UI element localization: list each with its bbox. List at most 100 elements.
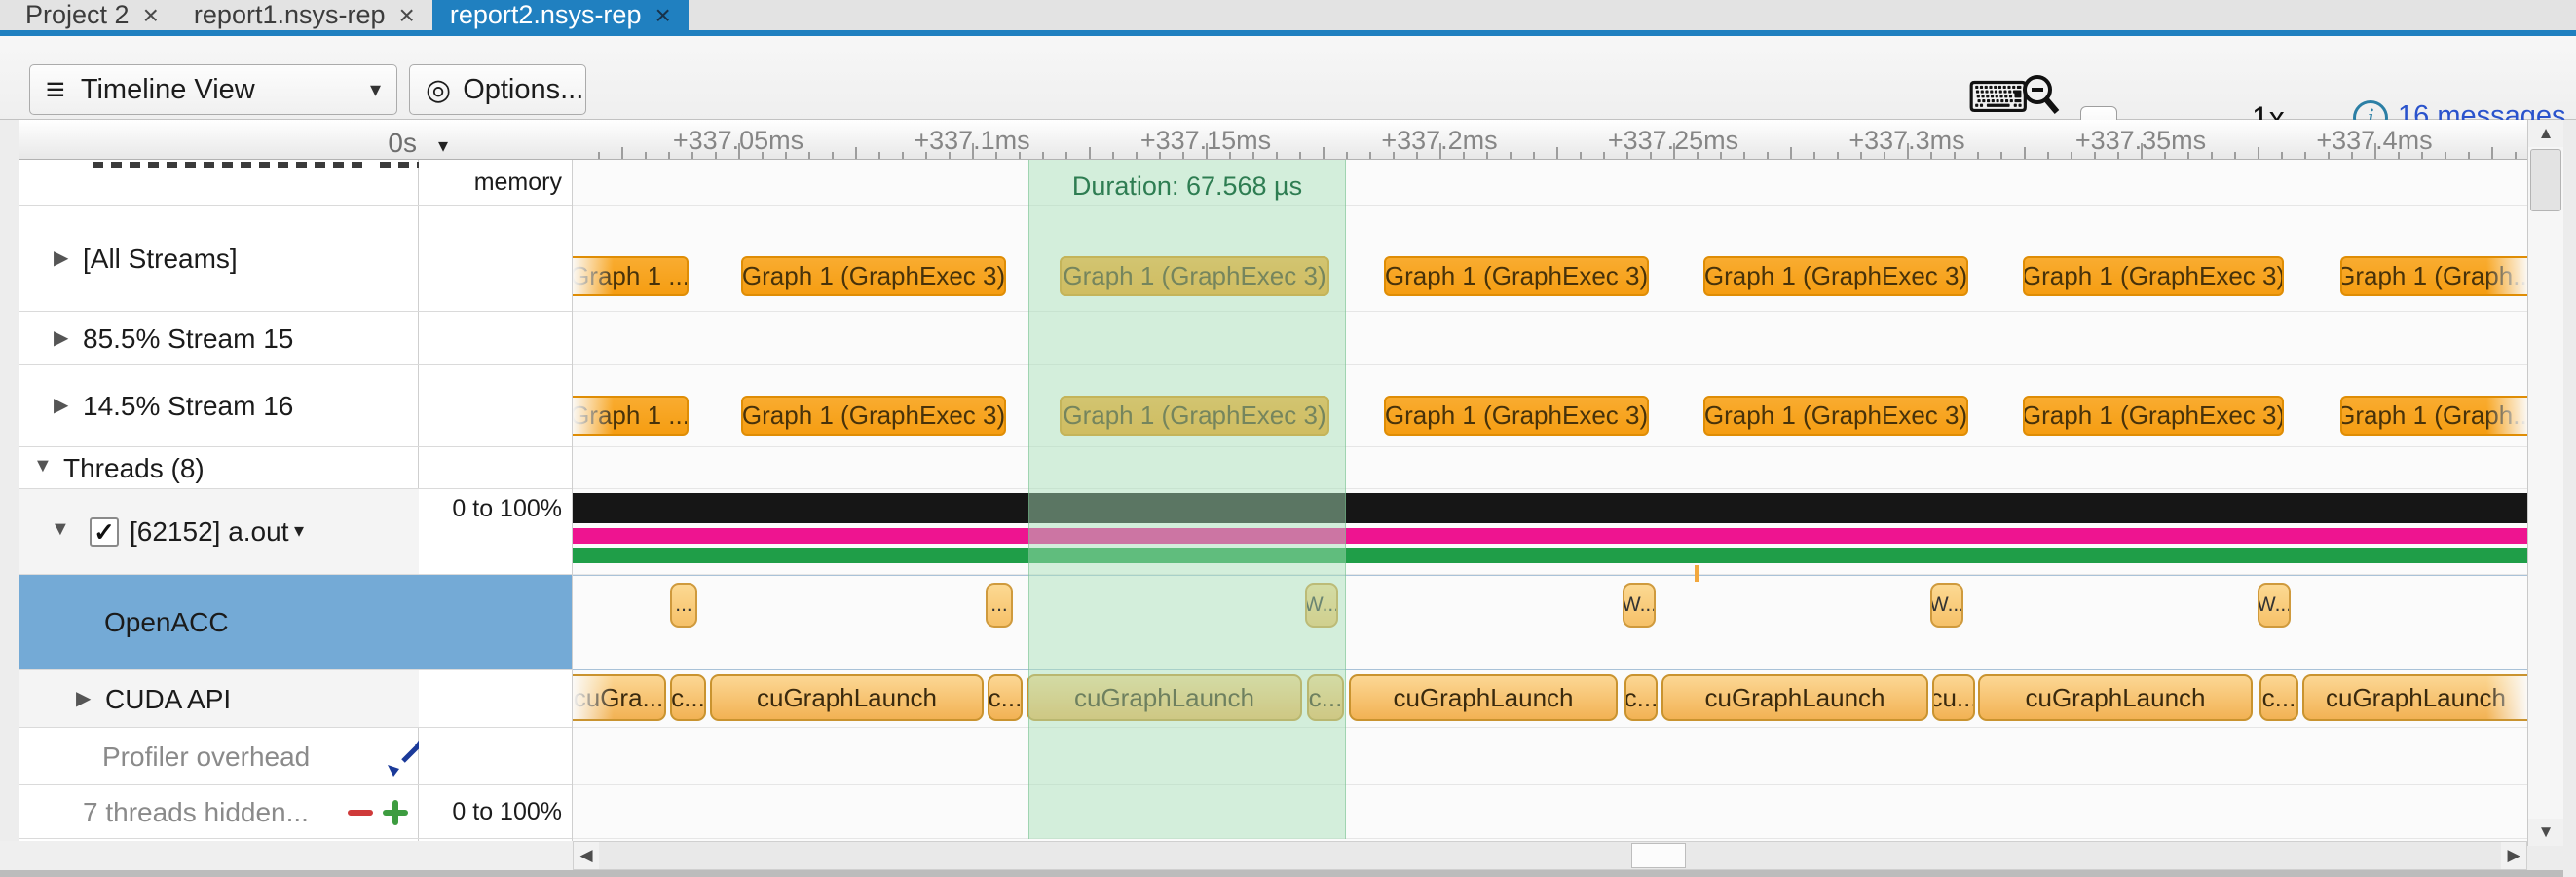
cuda-api-call-bar[interactable]: c... — [1307, 674, 1344, 721]
openacc-event-box[interactable]: W... — [1930, 583, 1963, 628]
expand-arrow-icon[interactable]: ▶ — [54, 395, 69, 416]
toolbar: ≡ Timeline View ▾ ◎ Options... ⌨ 1x i 16… — [0, 36, 2576, 164]
expand-arrow-icon[interactable]: ▶ — [54, 326, 69, 349]
keyboard-shortcuts-icon[interactable]: ⌨ — [1967, 74, 2030, 122]
timeline-row-threads[interactable] — [573, 447, 2527, 489]
clipped-row-text — [93, 162, 365, 168]
cuda-api-call-bar[interactable]: cuGraphLaunch — [2302, 674, 2527, 721]
collapse-arrow-icon[interactable]: ▼ — [33, 454, 53, 477]
scroll-right-button[interactable]: ▶ — [2501, 842, 2526, 869]
graph-exec-bar[interactable]: Graph 1 (GraphExec 3) — [1384, 256, 1649, 296]
hide-thread-button[interactable] — [348, 809, 373, 816]
scroll-up-button[interactable]: ▲ — [2528, 120, 2563, 147]
horizontal-scrollbar[interactable]: ◀ ▶ — [573, 841, 2527, 870]
timeline-row-cuda[interactable] — [573, 670, 2527, 728]
graph-exec-bar[interactable]: Graph 1 (GraphExec 3) — [1060, 396, 1329, 436]
sidebar-row-gpu[interactable] — [19, 160, 427, 206]
close-icon[interactable]: × — [142, 0, 159, 30]
scroll-down-button[interactable]: ▼ — [2528, 819, 2563, 846]
graph-exec-bar[interactable]: Graph 1 (GraphExec 3) — [1384, 396, 1649, 436]
ruler-tick — [995, 152, 997, 159]
close-icon[interactable]: × — [398, 0, 415, 30]
openacc-event-box[interactable]: W... — [1305, 583, 1338, 628]
collapse-arrow-icon[interactable]: ▼ — [51, 518, 70, 540]
sidebar-row-cuda[interactable]: ▶CUDA API — [19, 670, 419, 728]
graph-exec-bar[interactable]: Graph 1 (Graph... — [2340, 256, 2527, 296]
tab-project-2[interactable]: Project 2× — [8, 0, 176, 30]
zoom-out-icon[interactable] — [2019, 71, 2062, 118]
options-icon: ◎ — [426, 73, 452, 106]
cuda-api-call-bar[interactable]: c... — [1624, 674, 1658, 721]
cuda-api-call-bar[interactable]: cuGraphLaunch — [1027, 674, 1302, 721]
timeline-row-stream16[interactable] — [573, 365, 2527, 447]
openacc-event-box[interactable]: W... — [2258, 583, 2291, 628]
close-icon[interactable]: × — [654, 0, 671, 30]
sidebar-row-stream16[interactable]: ▶14.5% Stream 16 — [19, 365, 419, 447]
graph-exec-bar[interactable]: Graph 1 ... — [573, 396, 689, 436]
graph-exec-bar[interactable]: Graph 1 (GraphExec 3) — [2023, 396, 2284, 436]
time-ruler[interactable]: +337.05ms+337.1ms+337.15ms+337.2ms+337.2… — [573, 120, 2527, 160]
sidebar-row-threads[interactable]: ▼Threads (8) — [19, 447, 419, 489]
expand-arrow-icon[interactable]: ▶ — [76, 687, 92, 709]
graph-exec-bar[interactable]: Graph 1 (GraphExec 3) — [741, 396, 1006, 436]
ruler-tick — [1603, 152, 1605, 159]
timeline-canvas[interactable]: Graph 1 ... Graph 1 (GraphExec 3) Graph 1 … — [573, 120, 2527, 841]
ruler-tick — [925, 152, 927, 159]
sidebar-row-stream15[interactable]: ▶85.5% Stream 15 — [19, 312, 419, 365]
cuda-api-call-bar[interactable]: c... — [2259, 674, 2298, 721]
graph-exec-bar-label: Graph 1 (GraphExec 3) — [1703, 400, 1968, 430]
scale-cell-openacc — [419, 575, 572, 670]
ruler-tick — [1042, 152, 1044, 159]
timeline-row-gpu[interactable] — [573, 160, 2527, 206]
timeline-row-hidden[interactable] — [573, 785, 2527, 839]
timeline-origin-label[interactable]: 0s — [388, 128, 417, 158]
cuda-api-call-bar[interactable]: cuGraphLaunch — [1661, 674, 1928, 721]
sidebar-row-openacc[interactable]: OpenACC — [19, 575, 419, 670]
tab-report1-nsys-rep[interactable]: report1.nsys-rep× — [176, 0, 432, 30]
graph-exec-bar[interactable]: Graph 1 (GraphExec 3) — [741, 256, 1006, 296]
sidebar-row-all-streams[interactable]: ▶[All Streams] — [19, 206, 419, 312]
ruler-tick — [2398, 152, 2400, 159]
sidebar-row-hidden[interactable]: 7 threads hidden... — [19, 785, 419, 839]
row-dropdown-icon[interactable]: ▾ — [294, 520, 305, 542]
graph-exec-bar[interactable]: Graph 1 (GraphExec 3) — [2023, 256, 2284, 296]
scroll-left-button[interactable]: ◀ — [574, 842, 599, 869]
cuda-api-call-bar[interactable]: c... — [988, 674, 1023, 721]
ruler-tick — [832, 152, 834, 159]
graph-exec-bar[interactable]: Graph 1 ... — [573, 256, 689, 296]
horizontal-scrollbar-thumb[interactable] — [1631, 843, 1686, 868]
timeline-row-profiler[interactable] — [573, 728, 2527, 785]
openacc-event-box[interactable]: W... — [1623, 583, 1656, 628]
cuda-api-call-bar[interactable]: cuGra... — [573, 674, 666, 721]
cuda-api-call-bar[interactable]: cu... — [1932, 674, 1975, 721]
graph-exec-bar[interactable]: Graph 1 (GraphExec 3) — [1703, 256, 1968, 296]
timeline-row-aout[interactable] — [573, 489, 2527, 575]
options-button[interactable]: ◎ Options... — [409, 64, 586, 115]
timeline-row-openacc[interactable] — [573, 575, 2527, 670]
left-splitter-strip[interactable] — [0, 120, 19, 870]
cuda-api-call-bar[interactable]: cuGraphLaunch — [710, 674, 984, 721]
graph-exec-bar[interactable]: Graph 1 (GraphExec 3) — [1703, 396, 1968, 436]
view-selector-dropdown[interactable]: ≡ Timeline View ▾ — [29, 64, 397, 115]
row-visibility-checkbox[interactable]: ✓ — [90, 517, 119, 547]
openacc-event-box[interactable]: ... — [986, 583, 1013, 628]
thread-activity-bar — [573, 548, 2527, 563]
sidebar-row-profiler[interactable]: Profiler overhead — [19, 728, 427, 785]
graph-exec-bar[interactable]: Graph 1 (Graph... — [2340, 396, 2527, 436]
cuda-api-call-bar[interactable]: cuGraphLaunch — [1349, 674, 1618, 721]
graph-exec-bar[interactable]: Graph 1 (GraphExec 3) — [1060, 256, 1329, 296]
origin-dropdown-icon[interactable]: ▾ — [437, 135, 448, 157]
vertical-scrollbar[interactable]: ▲ ▼ — [2527, 120, 2563, 846]
scale-cell-threads — [419, 447, 572, 489]
cuda-api-call-bar[interactable]: cuGraphLaunch — [1978, 674, 2253, 721]
show-thread-button[interactable] — [383, 799, 408, 825]
cuda-api-call-bar[interactable]: c... — [670, 674, 706, 721]
tab-report2-nsys-rep[interactable]: report2.nsys-rep× — [431, 0, 689, 30]
openacc-event-box[interactable]: ... — [670, 583, 697, 628]
timeline-row-all-streams[interactable] — [573, 206, 2527, 312]
vertical-scrollbar-thumb[interactable] — [2530, 149, 2561, 211]
timeline-row-stream15[interactable] — [573, 312, 2527, 365]
expand-arrow-icon[interactable]: ▶ — [54, 247, 69, 269]
ruler-tick — [1229, 152, 1231, 159]
sidebar-row-aout[interactable]: ▼✓[62152] a.out▾ — [19, 489, 419, 575]
